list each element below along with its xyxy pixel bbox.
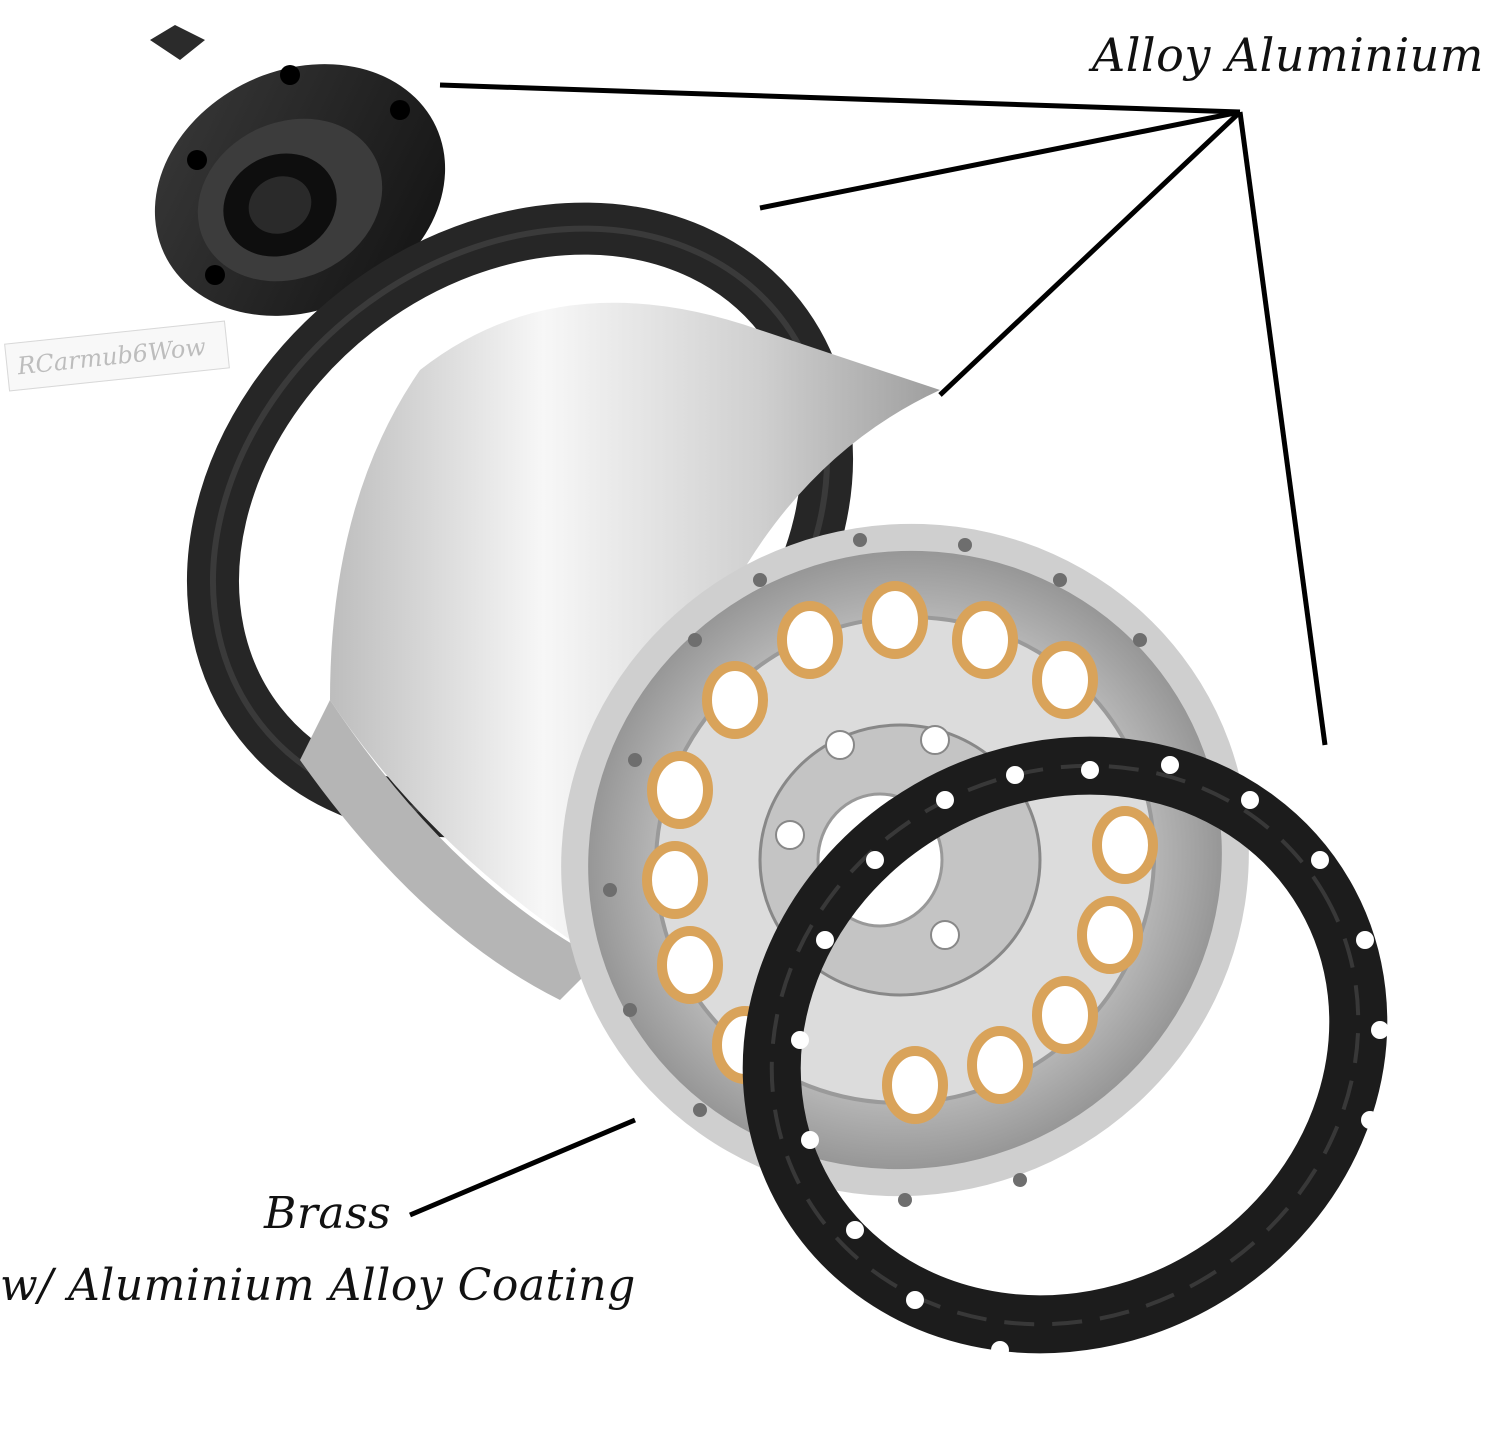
material-label-alloy-aluminium: Alloy Aluminium [1092,28,1484,82]
leader-lines [409,82,1328,1218]
outer-beadlock-ring [742,736,1389,1369]
material-label-brass: Brass [264,1188,392,1239]
hub-adapter [150,25,446,316]
material-label-coating: w/ Aluminium Alloy Coating [0,1260,636,1311]
aluminium-barrel [300,302,940,1000]
